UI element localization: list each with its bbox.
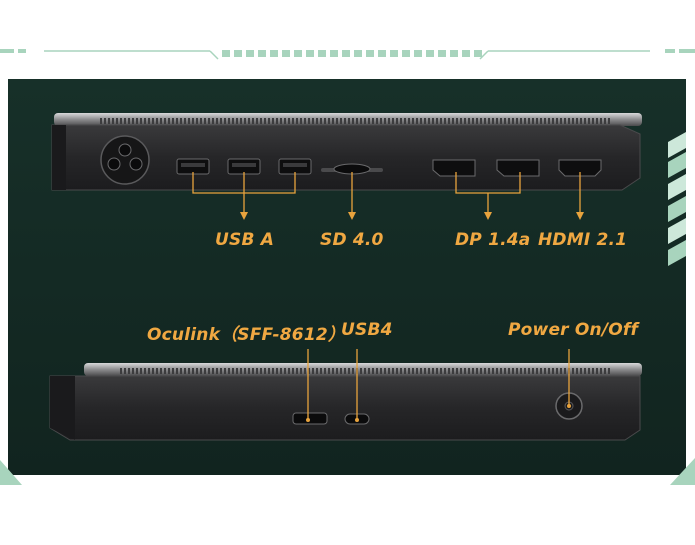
usb-a-port — [176, 158, 210, 175]
bottom-right-corner-decoration — [670, 458, 695, 485]
oculink-label: Oculink（SFF-8612） — [147, 325, 346, 345]
usb4-label: USB4 — [341, 320, 393, 340]
front-leader-lines — [192, 172, 581, 214]
device-rear-view — [49, 363, 642, 441]
usb-a-port — [278, 158, 312, 175]
device-front-view — [51, 113, 642, 191]
hdmi-label: HDMI 2.1 — [538, 230, 628, 250]
usb-a-label: USB A — [215, 230, 275, 250]
usb-a-port — [227, 158, 261, 175]
front-leader-arrowheads — [240, 212, 584, 220]
displayport-port — [432, 159, 476, 177]
ac-power-inlet-icon — [100, 135, 150, 185]
displayport-label: DP 1.4a — [455, 230, 531, 250]
hdmi-port — [558, 159, 602, 177]
rear-leader-lines — [307, 349, 570, 420]
displayport-port — [496, 159, 540, 177]
top-frame-decoration — [0, 49, 695, 60]
sd-label: SD 4.0 — [320, 230, 384, 250]
sd-card-slot — [321, 163, 383, 175]
right-chevron-decoration — [668, 132, 686, 266]
bottom-left-corner-decoration — [0, 460, 22, 485]
oculink-port — [292, 412, 328, 425]
power-label: Power On/Off — [508, 320, 639, 340]
rear-leader-dots — [306, 404, 571, 422]
